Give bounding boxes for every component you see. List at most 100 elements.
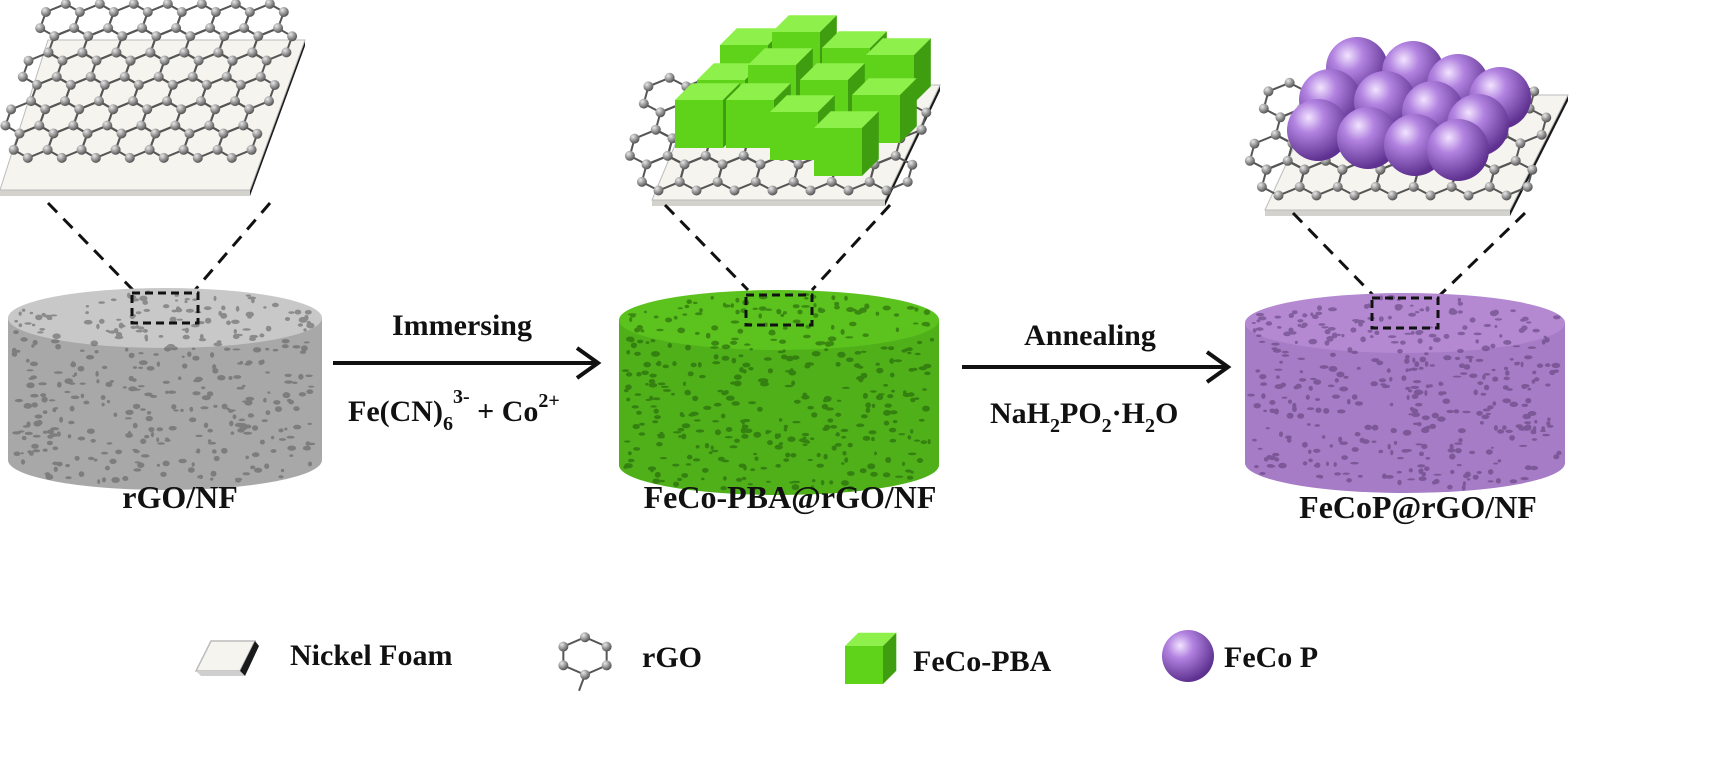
plate-front-edge: [1265, 210, 1510, 216]
pba-cubes-panel: [624, 15, 941, 206]
foam-texture: [1247, 295, 1562, 491]
zoom-line: [46, 201, 135, 292]
legend-label: rGO: [642, 641, 702, 674]
foam-cylinder: [8, 288, 322, 490]
rgo-sheet-panel: [0, 0, 306, 196]
cube-top: [748, 48, 813, 65]
arrow-head: [1205, 350, 1232, 384]
rgo-atom: [580, 669, 590, 680]
rgo-atom: [580, 632, 590, 643]
reagent-part: Fe(CN): [348, 395, 443, 428]
cube-front: [845, 646, 883, 684]
legend-item-nickel-foam: Nickel Foam: [194, 639, 452, 676]
rgo-atoms: [0, 0, 298, 163]
rgo-atom: [558, 641, 569, 652]
reagent-part: ·H: [1112, 397, 1145, 430]
zoom-lines: [46, 201, 272, 292]
reagent-part: NaH: [990, 397, 1050, 430]
cube-top: [814, 111, 879, 128]
cylinder-side: [8, 318, 322, 490]
rgo-icon: [558, 632, 612, 692]
reagent-sub: 6: [443, 413, 453, 435]
cube-top: [800, 63, 865, 80]
plate-side-edge: [250, 40, 305, 196]
zoom-line: [663, 203, 750, 292]
zoom-box: [744, 293, 814, 327]
legend-item-feco-p: FeCo P: [1162, 630, 1318, 682]
reagent-label: NaH2PO2·H2O: [990, 397, 1178, 437]
reagent-sup: 2+: [538, 390, 559, 412]
cube-top: [866, 38, 931, 55]
legend-label: Nickel Foam: [290, 639, 452, 672]
reagent-sub: 2: [1050, 415, 1060, 437]
legend: Nickel Foam rGO FeCo-PBA FeCo P: [194, 630, 1318, 692]
arrow-head: [575, 346, 602, 380]
cube-top: [822, 31, 887, 48]
zoom-line: [193, 202, 272, 291]
zoom-box: [130, 291, 200, 325]
rgo-atom: [601, 660, 612, 671]
cube-side: [900, 78, 917, 143]
reagent-part: O: [1155, 397, 1178, 430]
cube-top: [852, 78, 917, 95]
cube-side: [862, 111, 879, 176]
cube-top: [772, 15, 837, 32]
cube-front: [814, 128, 862, 176]
zoom-lines: [663, 203, 892, 292]
cube-front: [770, 112, 818, 160]
cube-front: [726, 100, 774, 148]
stage-label: rGO/NF: [122, 479, 238, 515]
cylinder-top: [8, 288, 322, 348]
cube-front: [675, 100, 723, 148]
fecop-sphere: [1427, 119, 1489, 181]
step-arrow-immersing: Immersing Fe(CN)63- + Co2+: [333, 309, 602, 435]
stage-feco-pba: FeCo-PBA@rGO/NF: [619, 15, 941, 515]
nickel-foam-icon: [194, 640, 259, 676]
reagent-sub: 2: [1102, 415, 1112, 437]
legend-item-rgo: rGO: [558, 632, 702, 692]
foam-cylinder: [1245, 293, 1565, 493]
reagent-part: + Co: [470, 395, 539, 428]
stage-label: FeCoP@rGO/NF: [1299, 489, 1537, 525]
stage-fecop: FeCoP@rGO/NF: [1244, 37, 1569, 525]
cube-side: [883, 632, 897, 684]
cube-top: [675, 83, 740, 100]
zoom-line: [1291, 211, 1375, 297]
process-label: Immersing: [392, 309, 532, 342]
cube-side: [914, 38, 931, 104]
stage-label: FeCo-PBA@rGO/NF: [644, 479, 937, 515]
zoom-line: [810, 203, 892, 292]
fecop-sphere: [1337, 107, 1399, 169]
plate-front-edge: [0, 190, 250, 196]
cube-top: [697, 63, 762, 80]
process-label: Annealing: [1024, 319, 1156, 352]
fecop-sphere: [1287, 99, 1349, 161]
foam-cylinder: [619, 290, 939, 495]
foam-texture: [621, 293, 935, 491]
cylinder-top: [1245, 293, 1565, 353]
fecop-spheres-panel: [1244, 37, 1569, 216]
foam-texture: [11, 290, 316, 484]
rgo-atom: [601, 641, 612, 652]
cube-top: [720, 28, 785, 45]
cube-top: [770, 95, 835, 112]
sphere-icon: [1162, 630, 1214, 682]
zoom-lines: [1291, 211, 1527, 297]
reagent-label: Fe(CN)63- + Co2+: [348, 386, 560, 435]
zoom-line: [1438, 211, 1527, 297]
legend-item-feco-pba: FeCo-PBA: [845, 632, 1052, 684]
rgo-hexagon: [562, 636, 608, 676]
legend-label: FeCo P: [1224, 641, 1318, 674]
stage-rgo-nf: rGO/NF: [0, 0, 322, 515]
rgo-atom: [558, 660, 569, 671]
legend-label: FeCo-PBA: [913, 645, 1052, 678]
step-arrow-annealing: Annealing NaH2PO2·H2O: [962, 319, 1232, 437]
cube-top: [845, 632, 897, 646]
cylinder-top: [619, 290, 939, 350]
plate-front-edge: [652, 200, 885, 206]
zoom-box: [1370, 296, 1440, 330]
cube-icon: [845, 632, 897, 684]
reagent-sub: 2: [1145, 415, 1155, 437]
cube-top: [726, 83, 791, 100]
